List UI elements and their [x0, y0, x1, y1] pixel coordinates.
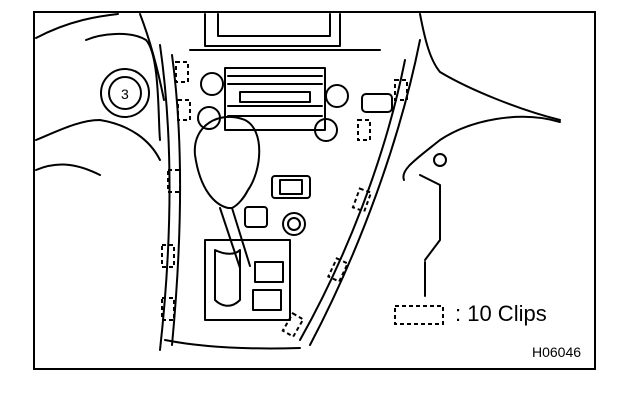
- dash-lower-left-2: [35, 163, 101, 176]
- audio-knob-bottom-right: [314, 118, 338, 142]
- dash-lower-left: [35, 119, 161, 161]
- socket-inner: [287, 217, 301, 231]
- console-right-edge: [309, 39, 421, 346]
- clip-5: [161, 297, 175, 321]
- clip-3: [167, 169, 181, 193]
- dash-left-curve: [35, 13, 119, 39]
- display-screen: [217, 13, 331, 37]
- audio-knob-top-right: [325, 84, 349, 108]
- door-trim: [419, 174, 441, 261]
- switch-inner: [279, 179, 303, 195]
- figure-border: [33, 11, 596, 370]
- audio-knob-top-left: [200, 72, 224, 96]
- right-vent: [361, 93, 393, 113]
- shift-gate-slot: [214, 249, 241, 307]
- dash-edge: [139, 13, 165, 101]
- audio-unit: [224, 67, 326, 131]
- left-vent-inner: [108, 76, 142, 110]
- clip-8: [351, 187, 373, 213]
- clip-7: [357, 119, 371, 141]
- left-vent-outer: [100, 68, 150, 118]
- clip-1: [175, 61, 189, 83]
- shift-indicator-1: [254, 261, 284, 283]
- door-panel-curve: [402, 115, 561, 181]
- console-left-edge: [159, 44, 171, 351]
- shift-indicator-2: [252, 289, 282, 311]
- shift-knob: [193, 115, 261, 209]
- console-right-edge-inner: [299, 59, 406, 341]
- audio-cd-slot: [239, 91, 311, 103]
- dash-right-curve: [419, 13, 561, 121]
- socket-outer: [282, 212, 306, 236]
- figure-code: H06046: [532, 344, 582, 360]
- legend-label: : 10 Clips: [455, 301, 547, 326]
- legend-clip-symbol: [394, 305, 444, 325]
- callout-number: 3: [121, 86, 129, 102]
- shift-lever: [219, 207, 251, 269]
- switch-block: [271, 175, 311, 199]
- clip-4: [161, 244, 175, 268]
- door-screw: [433, 153, 447, 167]
- display-housing: [204, 13, 341, 47]
- audio-unit-slots: [227, 75, 323, 117]
- clip-2: [177, 99, 191, 121]
- clip-9: [327, 257, 349, 283]
- clip-6: [394, 79, 408, 101]
- clip-10: [281, 311, 305, 339]
- console-bottom-edge: [164, 339, 301, 350]
- dash-inner-left-curve: [85, 32, 161, 141]
- button-small: [244, 206, 268, 228]
